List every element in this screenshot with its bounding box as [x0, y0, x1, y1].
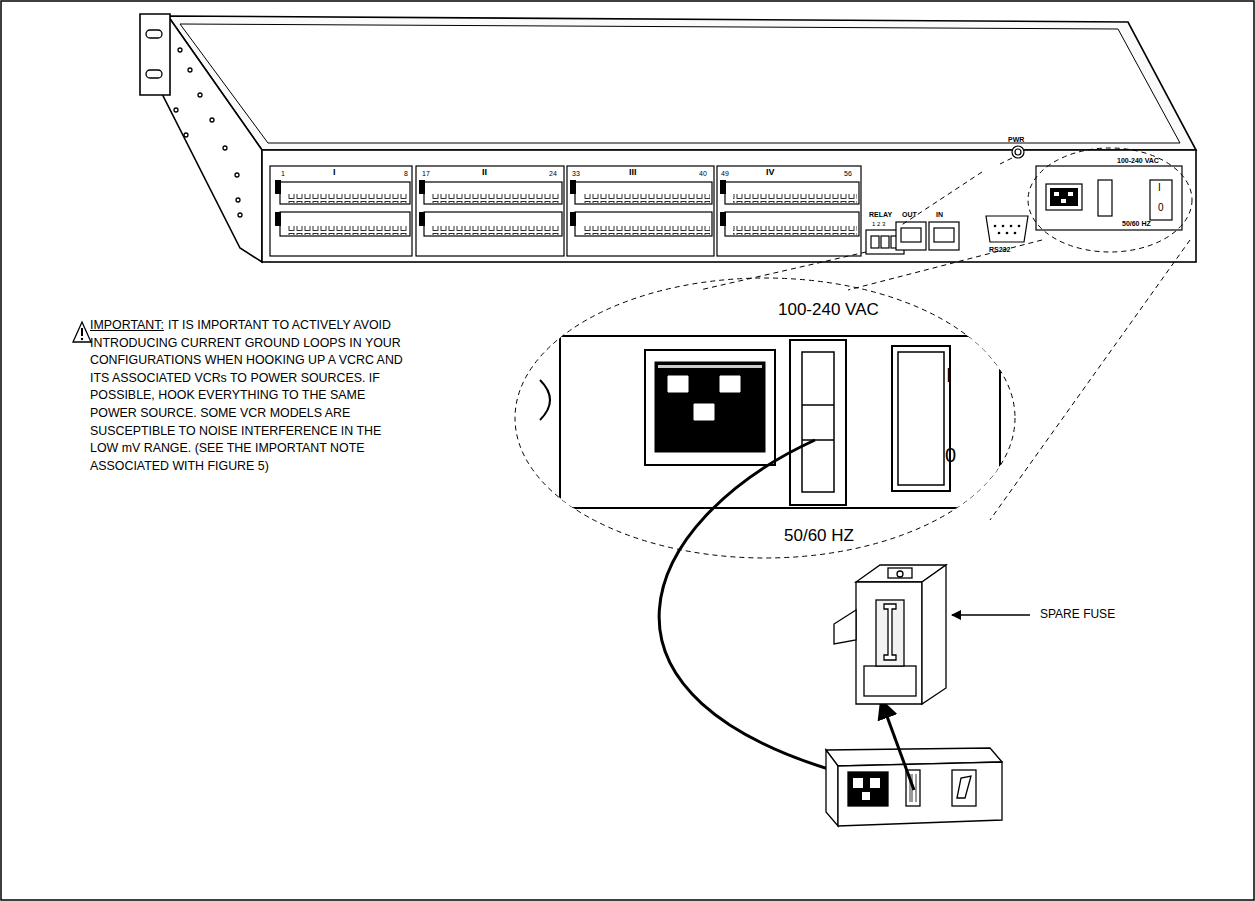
- switch-mark: I: [946, 365, 952, 385]
- connector-label: OUT: [902, 211, 917, 218]
- frequency-label: 50/60 HZ: [784, 527, 854, 544]
- connector-label: RS232: [989, 246, 1010, 253]
- terminal-number: 56: [844, 170, 852, 177]
- switch-mark: I: [1158, 183, 1161, 193]
- terminal-number: 49: [721, 170, 729, 177]
- switch-mark: 0: [945, 445, 956, 465]
- pin-numbers: 1 2 3: [872, 221, 885, 227]
- block-numeral: III: [629, 168, 637, 177]
- terminal-number: 8: [404, 170, 408, 177]
- voltage-label: 100-240 VAC: [1117, 157, 1159, 164]
- terminal-number: 40: [699, 170, 707, 177]
- block-numeral: II: [482, 168, 487, 177]
- note-heading: IMPORTANT:: [90, 318, 164, 332]
- connector-label: IN: [936, 211, 943, 218]
- switch-mark: 0: [1158, 203, 1164, 213]
- terminal-number: 1: [281, 170, 285, 177]
- note-body: IT IS IMPORTANT TO ACTIVELY AVOID INTROD…: [90, 318, 403, 473]
- connector-label: RELAY: [869, 211, 892, 218]
- voltage-label: 100-240 VAC: [778, 301, 879, 318]
- terminal-number: 33: [572, 170, 580, 177]
- callout-label: SPARE FUSE: [1040, 608, 1115, 620]
- block-numeral: I: [333, 168, 336, 177]
- block-numeral: IV: [766, 168, 775, 177]
- led-label: PWR: [1008, 136, 1024, 143]
- frequency-label: 50/60 HZ: [1122, 220, 1151, 227]
- terminal-number: 17: [422, 170, 430, 177]
- warning-note: IMPORTANT:IT IS IMPORTANT TO ACTIVELY AV…: [90, 317, 408, 475]
- terminal-number: 24: [549, 170, 557, 177]
